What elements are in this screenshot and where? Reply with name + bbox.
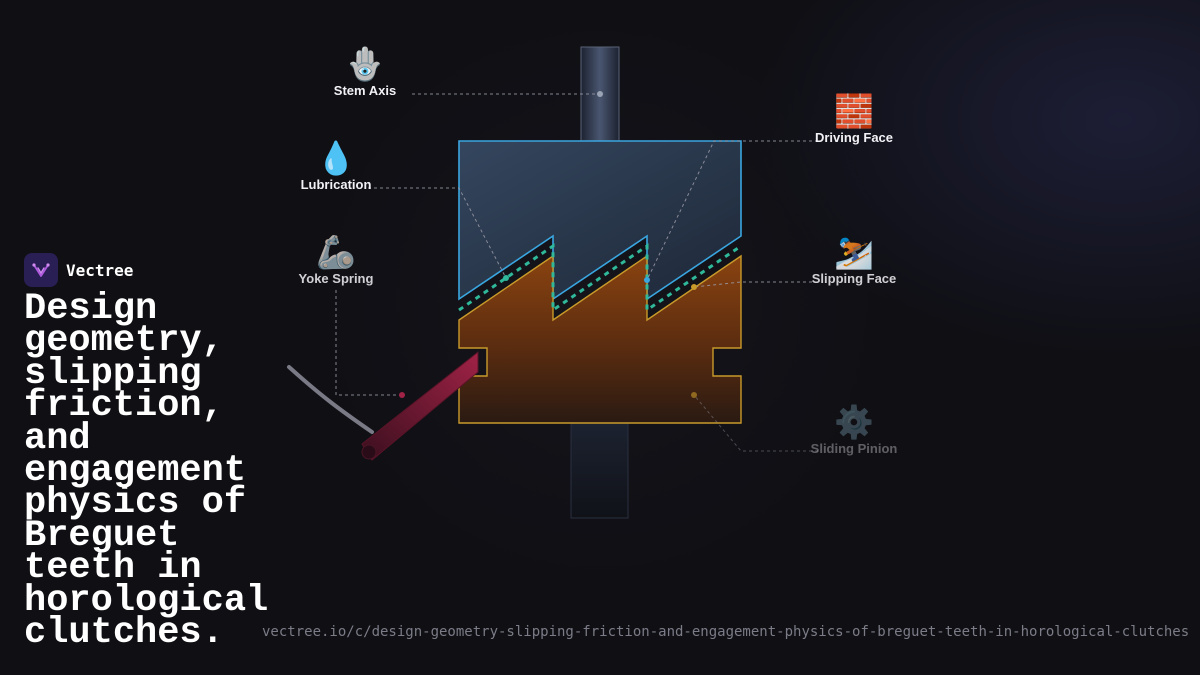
- label-lubrication: 💧 Lubrication: [301, 139, 372, 192]
- anchor-driving-face: [644, 277, 650, 283]
- skier-icon: ⛷️: [834, 234, 874, 270]
- label-lubrication-text: Lubrication: [300, 177, 372, 192]
- label-yoke-spring-text: Yoke Spring: [298, 271, 374, 286]
- label-slipping-face: ⛷️ Slipping Face: [812, 233, 897, 286]
- hamsa-icon: 🪬: [345, 46, 385, 82]
- tooth-contact-line: [458, 243, 742, 313]
- leader-sliding-pinion: [693, 394, 818, 452]
- anchor-lubrication: [503, 275, 509, 281]
- droplet-icon: 💧: [316, 140, 356, 176]
- mechanical-arm-icon: 🦾: [316, 234, 356, 270]
- brand[interactable]: Vectree: [24, 253, 133, 287]
- brand-name: Vectree: [66, 260, 134, 280]
- stem-lower: [570, 422, 629, 519]
- label-slipping-face-text: Slipping Face: [811, 271, 897, 286]
- yoke-pivot: [361, 444, 377, 460]
- label-stem-axis: 🪬 Stem Axis: [334, 45, 396, 98]
- anchor-yoke-spring: [399, 392, 405, 398]
- leader-yoke-spring: [335, 290, 402, 396]
- gear-icon: ⚙️: [834, 404, 874, 440]
- anchor-sliding-pinion: [691, 392, 697, 398]
- leader-driving-face: [646, 140, 818, 281]
- anchor-slipping-face: [691, 284, 697, 290]
- anchor-stem-axis: [597, 91, 603, 97]
- page-title: Design geometry, slipping friction, and …: [24, 288, 269, 655]
- brick-icon: 🧱: [834, 93, 874, 129]
- label-sliding-pinion-text: Sliding Pinion: [810, 441, 898, 456]
- vectree-logo-icon: [24, 253, 58, 287]
- label-yoke-spring: 🦾 Yoke Spring: [299, 233, 374, 286]
- label-sliding-pinion: ⚙️ Sliding Pinion: [811, 403, 898, 456]
- sliding-pinion-body: [458, 254, 742, 424]
- yoke-spring-wire: [287, 365, 374, 434]
- page-url[interactable]: vectree.io/c/design-geometry-slipping-fr…: [262, 624, 1190, 640]
- label-driving-face: 🧱 Driving Face: [815, 92, 893, 145]
- leader-slipping-face: [693, 281, 818, 288]
- driving-wheel: [458, 140, 742, 301]
- label-driving-face-text: Driving Face: [814, 130, 894, 145]
- leader-lubrication: [368, 187, 507, 279]
- label-stem-axis-text: Stem Axis: [333, 83, 397, 98]
